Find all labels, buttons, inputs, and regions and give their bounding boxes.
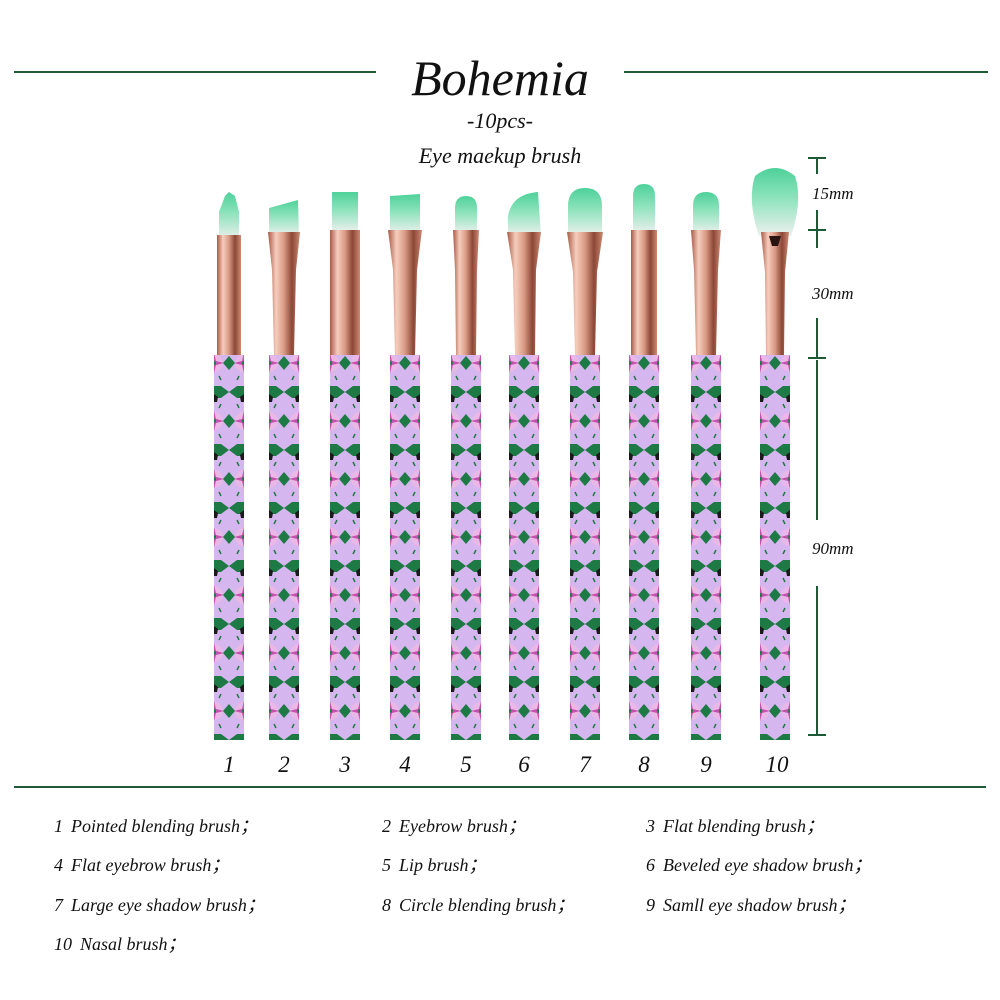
brush-number-6: 6 — [518, 752, 530, 777]
brush-6 — [507, 192, 541, 740]
brush-4-bristles — [390, 194, 420, 234]
brush-7-handle — [570, 355, 600, 740]
brush-1-ferrule — [217, 235, 241, 355]
brush-4-handle — [390, 355, 420, 740]
dimension-ferrule-label: 30mm — [812, 284, 854, 303]
brush-4-ferrule — [388, 230, 422, 355]
brush-9 — [691, 192, 721, 740]
brush-1-bristles — [219, 192, 239, 240]
brush-8-handle — [629, 355, 659, 740]
brush-1 — [214, 192, 244, 740]
brush-3-handle — [330, 355, 360, 740]
brush-number-2: 2 — [278, 752, 290, 777]
brush-4 — [388, 194, 422, 740]
brush-number-10: 10 — [765, 752, 789, 777]
dimension-handle-label: 90mm — [812, 539, 854, 558]
brush-6-bristles — [508, 192, 541, 236]
brush-6-ferrule — [507, 232, 541, 355]
brush-8-ferrule — [631, 230, 657, 355]
header-rule-right — [624, 71, 988, 73]
brush-5 — [451, 196, 481, 740]
page-title: Bohemia — [411, 50, 589, 106]
brush-6-handle — [509, 355, 539, 740]
brush-7 — [567, 188, 603, 740]
brush-number-8: 8 — [638, 752, 650, 777]
brush-2-bristles — [269, 200, 299, 236]
brush-10-ferrule — [761, 232, 789, 355]
brush-10 — [751, 168, 799, 740]
brush-2 — [268, 200, 300, 740]
brush-5-handle — [451, 355, 481, 740]
brush-number-3: 3 — [339, 752, 351, 777]
brush-8-bristles — [633, 184, 655, 234]
legend-divider — [14, 786, 986, 788]
brush-7-bristles — [568, 188, 602, 236]
brush-7-ferrule — [567, 232, 603, 355]
brush-2-ferrule — [268, 232, 300, 355]
brush-number-9: 9 — [700, 752, 712, 777]
brush-3-ferrule — [330, 230, 360, 355]
dimension-bristle-label: 15mm — [812, 184, 854, 203]
brush-1-handle — [214, 355, 244, 740]
count-label: -10pcs- — [467, 108, 533, 133]
dimension-markers — [808, 157, 826, 736]
brush-3 — [330, 192, 360, 740]
brush-8 — [629, 184, 659, 740]
brush-9-handle — [691, 355, 721, 740]
brush-3-bristles — [332, 192, 358, 232]
brush-5-bristles — [455, 196, 477, 234]
brush-number-1: 1 — [223, 752, 235, 777]
brush-number-7: 7 — [579, 752, 591, 777]
brush-number-4: 4 — [399, 752, 411, 777]
brush-10-handle — [760, 355, 790, 740]
brush-5-ferrule — [453, 230, 479, 355]
header-rule-left — [14, 71, 376, 73]
brush-number-5: 5 — [460, 752, 472, 777]
page-subtitle: Eye maekup brush — [418, 143, 582, 168]
brush-9-bristles — [693, 192, 719, 234]
brush-10-bristles — [751, 168, 799, 236]
brush-9-ferrule — [691, 230, 721, 355]
brush-2-handle — [269, 355, 299, 740]
